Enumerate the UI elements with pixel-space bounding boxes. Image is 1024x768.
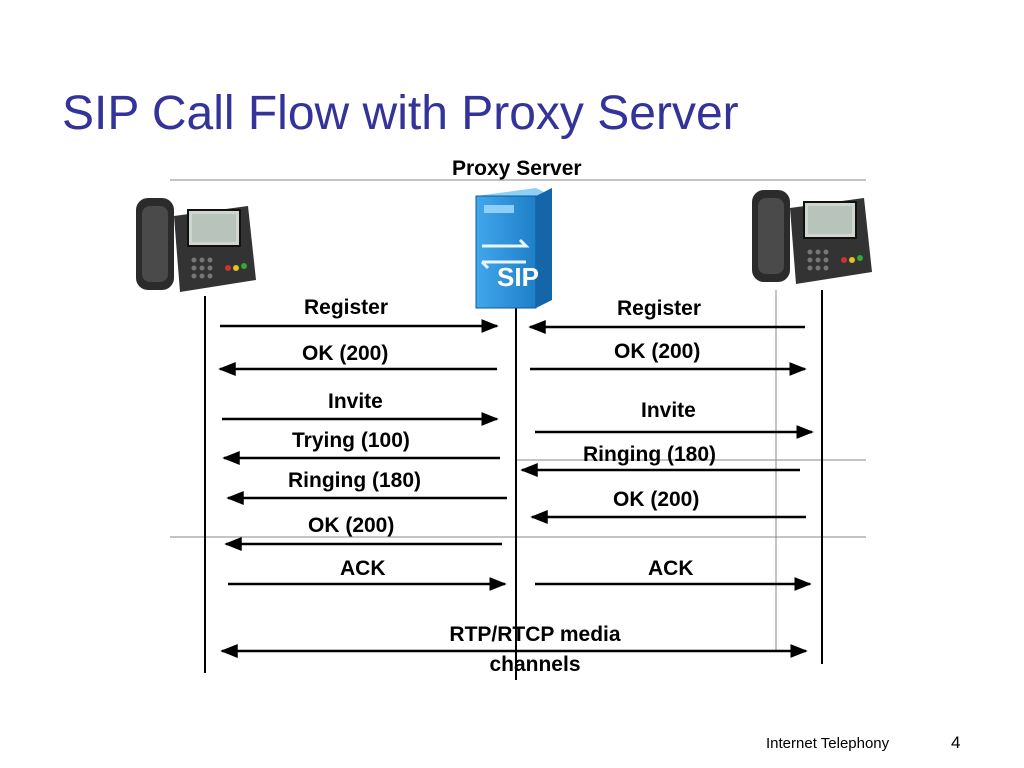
proxy-server-label: Proxy Server (452, 157, 582, 180)
msg-ok-invite-right: OK (200) (613, 488, 700, 511)
slide-title: SIP Call Flow with Proxy Server (62, 87, 739, 140)
media-channel-label: RTP/RTCP media channels (449, 623, 621, 676)
msg-ringing-left: Ringing (180) (288, 469, 422, 492)
background-guides (170, 179, 866, 652)
sip-server-icon: SIP (475, 188, 552, 309)
right-phone-icon (752, 190, 872, 284)
msg-trying-left: Trying (100) (292, 429, 410, 452)
msg-ringing-right: Ringing (180) (583, 443, 717, 466)
left-phone-icon (136, 198, 256, 292)
msg-ok-register-right: OK (200) (614, 340, 701, 363)
msg-invite-right: Invite (641, 399, 696, 422)
msg-ok-invite-left: OK (200) (308, 514, 395, 537)
msg-ok-register-left: OK (200) (302, 342, 389, 365)
msg-register-right: Register (617, 297, 702, 320)
msg-ack-right: ACK (648, 557, 694, 580)
page-number: 4 (951, 733, 961, 752)
left-message-arrows (218, 319, 507, 591)
msg-register-left: Register (304, 296, 389, 319)
msg-ack-left: ACK (340, 557, 386, 580)
sip-badge-text: SIP (497, 262, 539, 292)
right-message-arrows (520, 320, 814, 591)
slide-footer: Internet Telephony (766, 735, 890, 752)
msg-invite-left: Invite (328, 390, 383, 413)
